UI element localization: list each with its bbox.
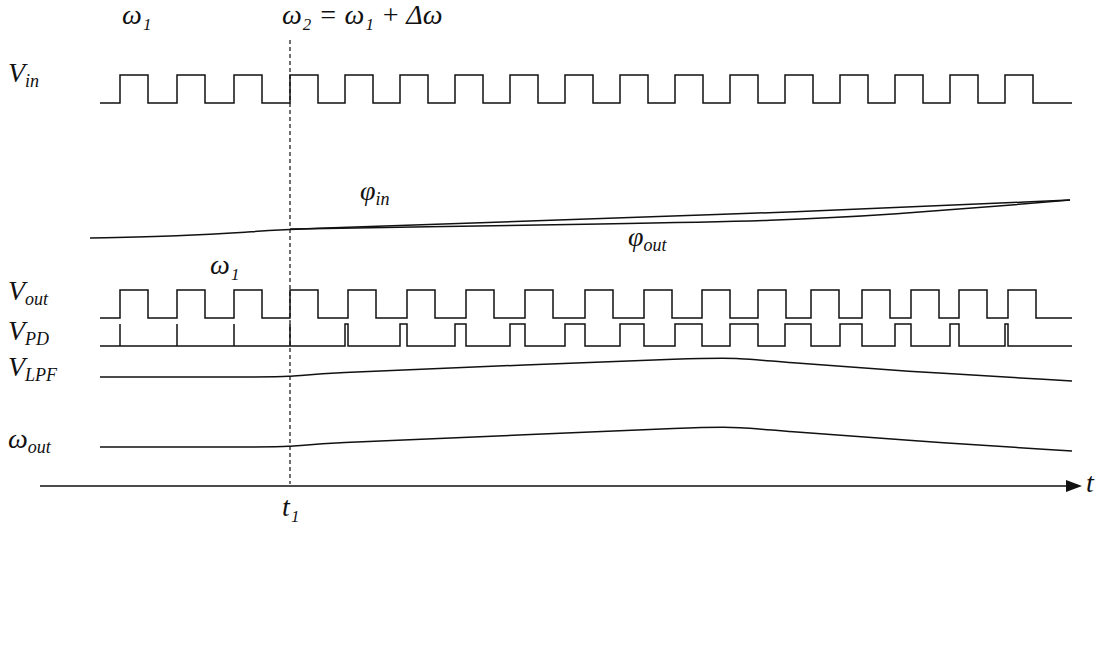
signal-label: φin — [360, 176, 390, 207]
time-marker-line — [289, 40, 290, 484]
phase-detector-pulses — [100, 324, 1072, 346]
output-frequency-curve — [100, 427, 1072, 451]
signal-label: ω₂ = ω₁ + Δω — [282, 0, 443, 31]
signal-label: ω₁ — [210, 250, 240, 281]
signal-label: ωout — [8, 424, 51, 455]
signal-label: ω₁ — [122, 0, 152, 31]
signal-label: Vin — [8, 58, 39, 89]
input-phase-curve — [90, 200, 1070, 238]
signal-label: φout — [628, 222, 667, 253]
signal-label: VPD — [8, 316, 49, 347]
signal-label: t — [1086, 468, 1094, 499]
output-phase-curve — [290, 200, 1070, 229]
input-square-wave — [100, 75, 1072, 103]
axis-arrowhead — [1066, 480, 1082, 492]
signal-label: VLPF — [8, 352, 57, 383]
signal-label: Vout — [8, 276, 48, 307]
signal-label: t₁ — [282, 492, 300, 523]
time-axis — [40, 485, 1078, 487]
output-square-wave — [100, 290, 1072, 318]
filter-output-curve — [100, 358, 1072, 381]
